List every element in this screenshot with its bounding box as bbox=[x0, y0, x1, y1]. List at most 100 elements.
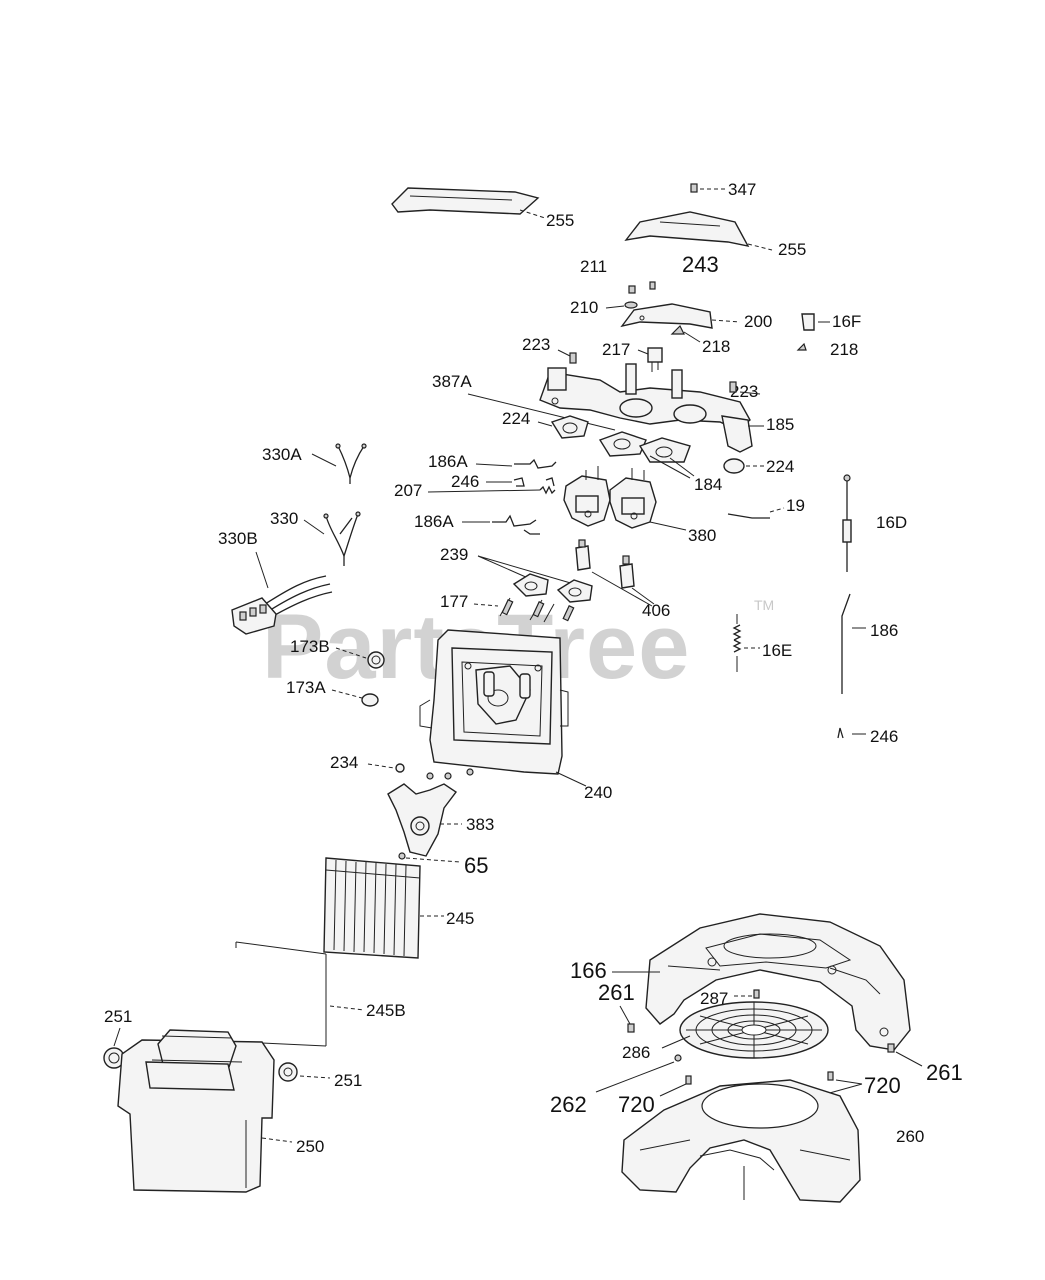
callout-173A: 173A bbox=[286, 678, 326, 697]
part-255-top-cover-left[interactable] bbox=[391, 187, 540, 215]
callout-720-left: 720 bbox=[618, 1092, 655, 1117]
part-260-lower-housing[interactable] bbox=[621, 1079, 861, 1203]
part-246-clip-right[interactable] bbox=[837, 727, 844, 739]
callout-251-left: 251 bbox=[104, 1007, 132, 1026]
callout-330: 330 bbox=[270, 509, 298, 528]
callout-234: 234 bbox=[330, 753, 358, 772]
part-184-gasket-pair[interactable] bbox=[598, 431, 691, 463]
callout-406: 406 bbox=[642, 601, 670, 620]
part-173B-fitting[interactable] bbox=[367, 651, 385, 669]
callout-224-right: 224 bbox=[766, 457, 794, 476]
part-255-top-cover-right[interactable] bbox=[624, 211, 750, 247]
part-261-screw-right[interactable] bbox=[887, 1043, 895, 1053]
callout-186A-top: 186A bbox=[428, 452, 468, 471]
callout-246-left: 246 bbox=[451, 472, 479, 491]
callout-218: 218 bbox=[702, 337, 730, 356]
part-720-screw-left[interactable] bbox=[685, 1075, 692, 1085]
callout-380: 380 bbox=[688, 526, 716, 545]
callout-387A: 387A bbox=[432, 372, 472, 391]
part-286-rotating-screen[interactable] bbox=[679, 1001, 829, 1059]
part-224-gasket-right[interactable] bbox=[723, 458, 745, 474]
part-186A-link-bottom[interactable] bbox=[492, 514, 540, 535]
callout-211: 211 bbox=[580, 257, 607, 276]
callout-250: 250 bbox=[296, 1137, 324, 1156]
part-207-spring[interactable] bbox=[539, 485, 556, 495]
part-387A-intake-manifold[interactable] bbox=[539, 363, 753, 453]
callout-184: 184 bbox=[694, 475, 722, 494]
callout-261-left: 261 bbox=[598, 980, 635, 1005]
part-218-screw[interactable] bbox=[670, 324, 685, 335]
callout-246-right: 246 bbox=[870, 727, 898, 746]
part-330-wire-lead[interactable] bbox=[323, 511, 361, 566]
callout-239: 239 bbox=[440, 545, 468, 564]
callout-720-right: 720 bbox=[864, 1073, 901, 1098]
part-262-screw[interactable] bbox=[674, 1054, 682, 1062]
callout-262: 262 bbox=[550, 1092, 587, 1117]
callout-330A: 330A bbox=[262, 445, 302, 464]
callout-16F: 16F bbox=[832, 312, 861, 331]
part-186A-link-top[interactable] bbox=[514, 458, 557, 469]
part-330A-wire-harness[interactable] bbox=[335, 443, 367, 484]
part-287-screw[interactable] bbox=[753, 989, 760, 999]
part-186-cable[interactable] bbox=[841, 593, 851, 694]
callout-16D: 16D bbox=[876, 513, 907, 532]
callout-243: 243 bbox=[682, 252, 719, 277]
part-224-gasket-left[interactable] bbox=[550, 415, 589, 439]
part-16E-spring[interactable] bbox=[732, 614, 742, 672]
callout-240: 240 bbox=[584, 783, 612, 802]
part-173A-ring[interactable] bbox=[361, 693, 379, 707]
part-245-air-filter[interactable] bbox=[323, 857, 421, 959]
part-380-carburetor-pair[interactable] bbox=[563, 466, 657, 529]
callout-186: 186 bbox=[870, 621, 898, 640]
part-211-nut[interactable] bbox=[628, 285, 636, 294]
part-210-washer[interactable] bbox=[624, 301, 638, 309]
callout-245: 245 bbox=[446, 909, 474, 928]
part-217-solenoid[interactable] bbox=[647, 347, 663, 372]
part-250-air-cleaner-cover[interactable] bbox=[117, 1029, 275, 1193]
part-330B-connector[interactable] bbox=[231, 575, 333, 635]
callout-245B: 245B bbox=[366, 1001, 406, 1020]
callout-223-right: 223 bbox=[730, 382, 758, 401]
part-239-gaskets[interactable] bbox=[512, 573, 593, 603]
part-243-screw[interactable] bbox=[649, 281, 656, 290]
callout-200: 200 bbox=[744, 312, 772, 331]
part-65-nut[interactable] bbox=[398, 852, 406, 860]
callout-177: 177 bbox=[440, 592, 468, 611]
callout-19: 19 bbox=[786, 496, 805, 515]
callout-218-right: 218 bbox=[830, 340, 858, 359]
part-245B-pre-cleaner[interactable] bbox=[235, 941, 327, 1047]
callout-224-left: 224 bbox=[502, 409, 530, 428]
part-251-knob-right[interactable] bbox=[278, 1062, 298, 1082]
part-234-nuts[interactable] bbox=[395, 763, 405, 773]
callout-287: 287 bbox=[700, 989, 728, 1008]
part-218-screw-right[interactable] bbox=[796, 342, 807, 351]
callout-251-right: 251 bbox=[334, 1071, 362, 1090]
watermark-trademark: TM bbox=[754, 597, 774, 613]
callout-383: 383 bbox=[466, 815, 494, 834]
callout-173B: 173B bbox=[290, 637, 330, 656]
callout-217: 217 bbox=[602, 340, 630, 359]
callout-223-left: 223 bbox=[522, 335, 550, 354]
part-383-bracket[interactable] bbox=[387, 783, 458, 857]
part-223-bolt-left[interactable] bbox=[569, 352, 577, 364]
part-246-clip[interactable] bbox=[513, 477, 555, 487]
callout-210: 210 bbox=[570, 298, 598, 317]
part-261-screw-left[interactable] bbox=[627, 1023, 635, 1033]
callout-347: 347 bbox=[728, 180, 756, 199]
callout-261-right: 261 bbox=[926, 1060, 963, 1085]
callout-185: 185 bbox=[766, 415, 794, 434]
part-19-rod[interactable] bbox=[727, 513, 770, 519]
callout-255-left: 255 bbox=[546, 211, 574, 230]
part-200-bracket[interactable] bbox=[620, 303, 713, 329]
part-166-blower-housing[interactable] bbox=[645, 913, 911, 1051]
callout-255-right: 255 bbox=[778, 240, 806, 259]
part-347-screw[interactable] bbox=[690, 183, 698, 193]
callout-166: 166 bbox=[570, 958, 607, 983]
part-177-studs[interactable] bbox=[499, 597, 575, 623]
part-16D-cable[interactable] bbox=[842, 474, 852, 572]
part-223-bolt-right[interactable] bbox=[729, 381, 737, 393]
part-240-air-cleaner-base[interactable] bbox=[419, 629, 569, 780]
part-406-fuel-solenoids[interactable] bbox=[575, 539, 635, 589]
part-16F-clip[interactable] bbox=[801, 313, 815, 331]
